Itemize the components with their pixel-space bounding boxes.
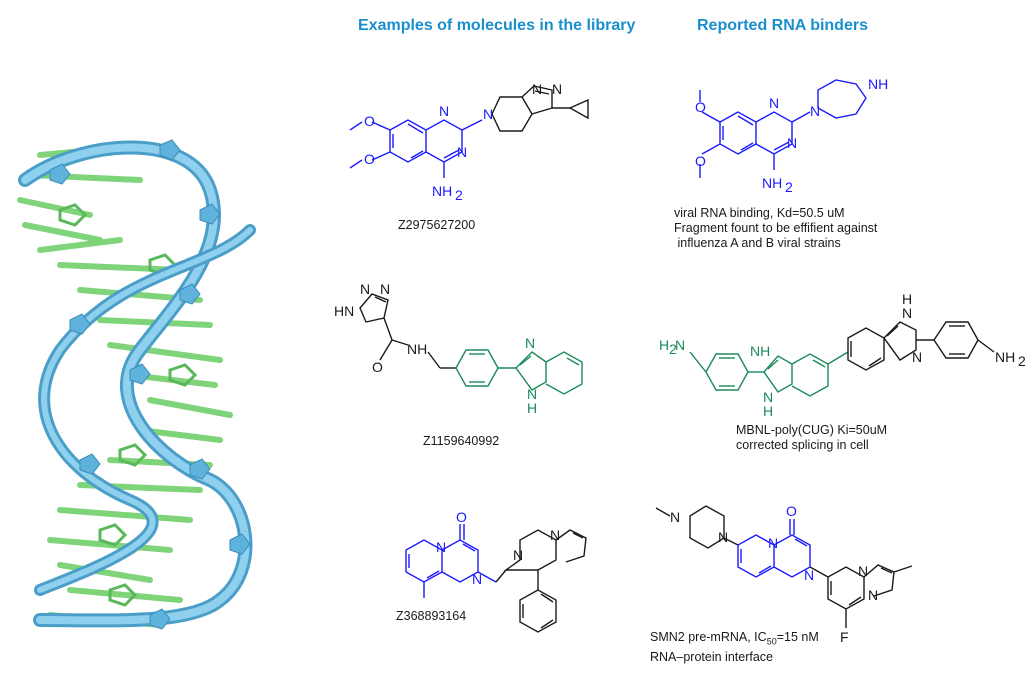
- atom-n: N: [858, 563, 868, 579]
- caption-binder-2-line1: MBNL-poly(CUG) Ki=50uM: [736, 423, 888, 437]
- atom-n: N: [483, 106, 493, 122]
- caption-binder-3-line2: RNA–protein interface: [650, 649, 773, 664]
- caption-binder-3-sub: 50: [766, 636, 777, 647]
- atom-h2n-h: H: [659, 337, 669, 353]
- caption-binder-2-line2: corrected splicing in cell: [736, 438, 869, 452]
- atom-h: H: [527, 400, 537, 416]
- rna-phosphates: [49, 139, 251, 630]
- atom-nh: NH: [750, 343, 770, 359]
- caption-binder-3-line1: SMN2 pre-mRNA, IC50=15 nM: [650, 630, 819, 650]
- atom-h: H: [763, 403, 773, 419]
- atom-sub-2: 2: [785, 179, 793, 195]
- atom-n: N: [513, 547, 523, 563]
- atom-n: N: [527, 386, 537, 402]
- atom-n: N: [360, 281, 370, 297]
- atom-nh: NH: [407, 341, 427, 357]
- atom-n: N: [787, 135, 797, 151]
- caption-binder-1: viral RNA binding, Kd=50.5 uM Fragment f…: [674, 206, 877, 251]
- atom-nh: NH: [995, 349, 1015, 365]
- atom-o: O: [786, 503, 797, 519]
- atom-n: N: [763, 389, 773, 405]
- header-library: Examples of molecules in the library: [358, 17, 636, 34]
- atom-h: H: [902, 291, 912, 307]
- atom-o: O: [456, 509, 467, 525]
- atom-n: N: [804, 567, 814, 583]
- atom-o: O: [364, 151, 375, 167]
- rna-bases-detail: [58, 203, 198, 607]
- atom-n: N: [912, 349, 922, 365]
- atom-n: N: [525, 335, 535, 351]
- caption-binder-3: SMN2 pre-mRNA, IC50=15 nM RNA–protein in…: [650, 630, 819, 665]
- caption-binder-1-line1: viral RNA binding, Kd=50.5 uM: [674, 206, 845, 220]
- atom-n: N: [868, 587, 878, 603]
- atom-nh: NH: [432, 183, 452, 199]
- atom-o: O: [695, 99, 706, 115]
- atom-sub-2: 2: [669, 341, 677, 357]
- atom-n: N: [902, 305, 912, 321]
- atom-n: N: [810, 103, 820, 119]
- atom-n: N: [472, 571, 482, 587]
- atom-n: N: [552, 81, 562, 97]
- atom-sub-2: 2: [455, 187, 463, 203]
- caption-binder-1-line2: Fragment fount to be effifient against: [674, 221, 878, 235]
- atom-nh: NH: [868, 76, 888, 92]
- atom-n: N: [532, 81, 542, 97]
- atom-n: N: [550, 527, 560, 543]
- caption-binder-2: MBNL-poly(CUG) Ki=50uM corrected splicin…: [736, 423, 887, 453]
- atom-o: O: [372, 359, 383, 375]
- atom-n: N: [380, 281, 390, 297]
- atom-o: O: [364, 113, 375, 129]
- caption-library-3: Z368893164: [396, 609, 467, 623]
- atom-nh: NH: [762, 175, 782, 191]
- caption-binder-3-post: =15 nM: [776, 630, 819, 644]
- header-binders: Reported RNA binders: [697, 17, 868, 34]
- atom-n: N: [670, 509, 680, 525]
- atom-n: N: [457, 144, 467, 160]
- atom-n: N: [718, 529, 728, 545]
- atom-n: N: [769, 95, 779, 111]
- atom-n: N: [436, 539, 446, 555]
- atom-hn: HN: [334, 303, 354, 319]
- rna-backbone: [18, 140, 256, 628]
- atom-o: O: [695, 153, 706, 169]
- atom-h2n-n: N: [675, 337, 685, 353]
- caption-binder-3-pre: SMN2 pre-mRNA, IC: [650, 630, 767, 644]
- caption-binder-1-line3: influenza A and B viral strains: [674, 236, 841, 250]
- atom-sub-2: 2: [1018, 353, 1026, 369]
- atom-n: N: [439, 103, 449, 119]
- rna-helix-image: [17, 139, 256, 630]
- atom-n: N: [768, 535, 778, 551]
- caption-library-1: Z2975627200: [398, 218, 476, 232]
- atom-f: F: [840, 629, 849, 645]
- caption-library-2: Z1159640992: [423, 434, 500, 448]
